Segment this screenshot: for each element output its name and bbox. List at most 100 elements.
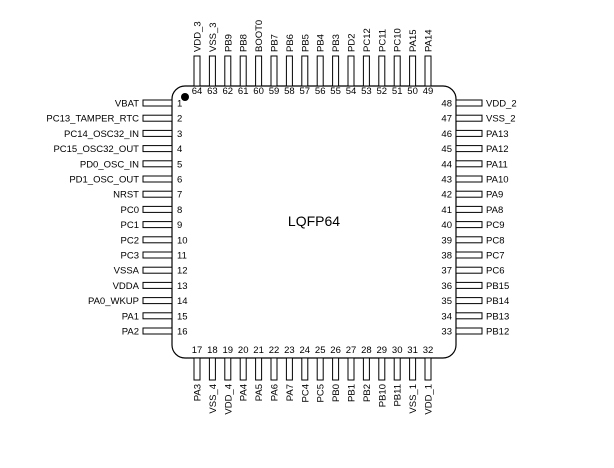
pin-name: PA5 bbox=[254, 384, 265, 401]
pin-name: PC3 bbox=[121, 251, 139, 262]
pin-lead bbox=[455, 129, 483, 137]
pin-lead bbox=[455, 205, 483, 213]
pin-number: 11 bbox=[177, 251, 187, 262]
pin-number: 24 bbox=[300, 345, 311, 356]
pin-name: PB4 bbox=[316, 34, 327, 52]
pin-number: 37 bbox=[441, 266, 452, 277]
pin-name: PB12 bbox=[486, 327, 509, 338]
pin-lead bbox=[332, 55, 340, 87]
pin-number: 3 bbox=[177, 129, 182, 140]
pin-number: 39 bbox=[441, 235, 452, 246]
pin-lead bbox=[142, 205, 173, 213]
pin-lead bbox=[455, 297, 483, 305]
pin-number: 56 bbox=[315, 86, 326, 97]
pin-number: 42 bbox=[441, 190, 452, 201]
pin-number: 60 bbox=[253, 86, 264, 97]
pin-number: 18 bbox=[207, 345, 218, 356]
pin-11: 11 PC3 bbox=[121, 251, 187, 262]
pin-lead bbox=[301, 55, 309, 87]
pin-name: PB13 bbox=[486, 311, 509, 322]
pin-lead bbox=[193, 55, 201, 87]
pin-name: VDDA bbox=[113, 281, 140, 292]
pin-name: PA12 bbox=[486, 144, 509, 155]
pin-name: PB6 bbox=[285, 34, 296, 52]
pin-number: 22 bbox=[269, 345, 280, 356]
pin-number: 44 bbox=[441, 159, 452, 170]
pin-number: 9 bbox=[177, 220, 182, 231]
pin-lead bbox=[142, 160, 173, 168]
pin-name: PA3 bbox=[193, 384, 204, 401]
pin-lead bbox=[142, 312, 173, 320]
pin-name: PD2 bbox=[347, 34, 358, 52]
pin-lead bbox=[347, 357, 355, 381]
pin-name: PB11 bbox=[393, 384, 404, 407]
pin1-marker-dot bbox=[181, 93, 189, 101]
pin-number: 19 bbox=[223, 345, 234, 356]
pin-lead bbox=[455, 160, 483, 168]
pin-name: PC12 bbox=[362, 28, 373, 52]
pin-lead bbox=[455, 175, 483, 183]
pin-lead bbox=[347, 55, 355, 87]
pin-48: 48 VDD_2 bbox=[441, 99, 516, 110]
pin-number: 52 bbox=[377, 86, 388, 97]
pin-name: PB1 bbox=[347, 384, 358, 402]
pin-name: NRST bbox=[113, 190, 139, 201]
pin-number: 59 bbox=[269, 86, 280, 97]
pin-number: 54 bbox=[346, 86, 357, 97]
pin-lead bbox=[455, 190, 483, 198]
pin-lead bbox=[142, 190, 173, 198]
pin-number: 7 bbox=[177, 190, 182, 201]
pin-name: PA13 bbox=[486, 129, 509, 140]
pin-lead bbox=[142, 114, 173, 122]
pin-name: PB2 bbox=[362, 384, 373, 402]
pin-name: PB0 bbox=[331, 384, 342, 402]
pin-name: PC2 bbox=[121, 235, 139, 246]
pin-56: 56 PB4 bbox=[315, 34, 327, 97]
pin-lead bbox=[142, 129, 173, 137]
pin-number: 50 bbox=[407, 86, 418, 97]
pin-name: PB3 bbox=[331, 34, 342, 52]
pin-lead bbox=[455, 145, 483, 153]
pin-name: VDD_2 bbox=[486, 99, 517, 110]
pin-number: 48 bbox=[441, 99, 452, 110]
pin-lead bbox=[409, 55, 417, 87]
pin-lead bbox=[301, 357, 309, 381]
pin-lead bbox=[455, 114, 483, 122]
pin-lead bbox=[224, 55, 232, 87]
pin-name: PC13_TAMPER_RTC bbox=[46, 114, 139, 125]
pin-lead bbox=[332, 357, 340, 381]
pin-number: 23 bbox=[284, 345, 295, 356]
pin-number: 27 bbox=[346, 345, 357, 356]
pin-name: PA11 bbox=[486, 159, 508, 170]
pin-name: PA6 bbox=[270, 384, 281, 401]
pin-number: 10 bbox=[177, 235, 188, 246]
pin-lead bbox=[142, 297, 173, 305]
pin-number: 14 bbox=[177, 296, 188, 307]
pin-number: 45 bbox=[441, 144, 452, 155]
pin-number: 47 bbox=[441, 114, 452, 125]
